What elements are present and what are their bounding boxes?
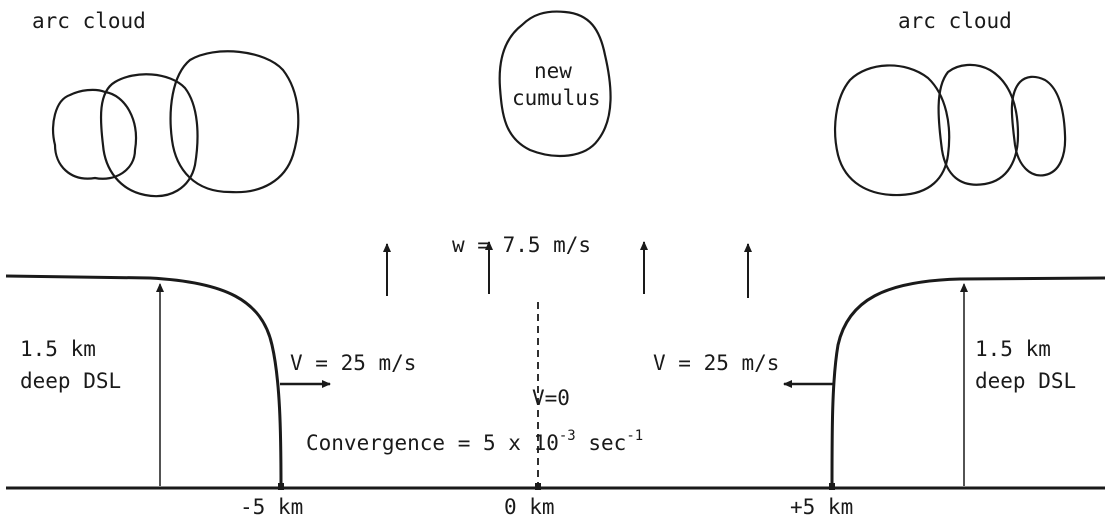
right-cloud-large <box>835 65 949 195</box>
right-wind-label: V = 25 m/s <box>653 351 779 375</box>
left-wind-label: V = 25 m/s <box>290 351 416 375</box>
right-cloud-label: arc cloud <box>898 9 1012 33</box>
tick-label-right: +5 km <box>790 495 853 519</box>
right-arc-cloud <box>835 65 1065 195</box>
convergence-exponent-2: -1 <box>626 428 643 444</box>
right-depth-label-line1: 1.5 km <box>975 337 1051 361</box>
left-arc-cloud <box>53 51 298 196</box>
right-depth-label-line2: deep DSL <box>975 369 1076 393</box>
right-cloud-medium <box>939 65 1018 185</box>
left-cloud-label: arc cloud <box>32 9 146 33</box>
convergence-unit: sec <box>576 431 627 455</box>
left-depth-label-line2: deep DSL <box>20 369 121 393</box>
tick-right <box>829 483 835 490</box>
center-wind-label: V=0 <box>532 386 570 410</box>
tick-center <box>535 483 541 490</box>
left-depth-label-line1: 1.5 km <box>20 337 96 361</box>
updraft-label: w = 7.5 m/s <box>452 233 591 257</box>
convergence-label: Convergence = 5 x 10-3 sec-1 <box>306 428 643 455</box>
tick-left <box>278 483 284 490</box>
convergence-exponent-1: -3 <box>559 428 576 444</box>
new-cumulus-label-line2: cumulus <box>512 86 601 110</box>
left-cloud-large <box>171 51 299 192</box>
left-cloud-medium <box>101 74 198 196</box>
new-cumulus-label-line1: new <box>534 59 572 83</box>
tick-label-left: -5 km <box>240 495 303 519</box>
convergence-text: Convergence = 5 x 10 <box>306 431 559 455</box>
new-cumulus-cloud <box>500 12 611 156</box>
tick-label-center: 0 km <box>504 495 555 519</box>
left-cloud-small <box>53 90 136 179</box>
right-cloud-small <box>1012 77 1065 176</box>
